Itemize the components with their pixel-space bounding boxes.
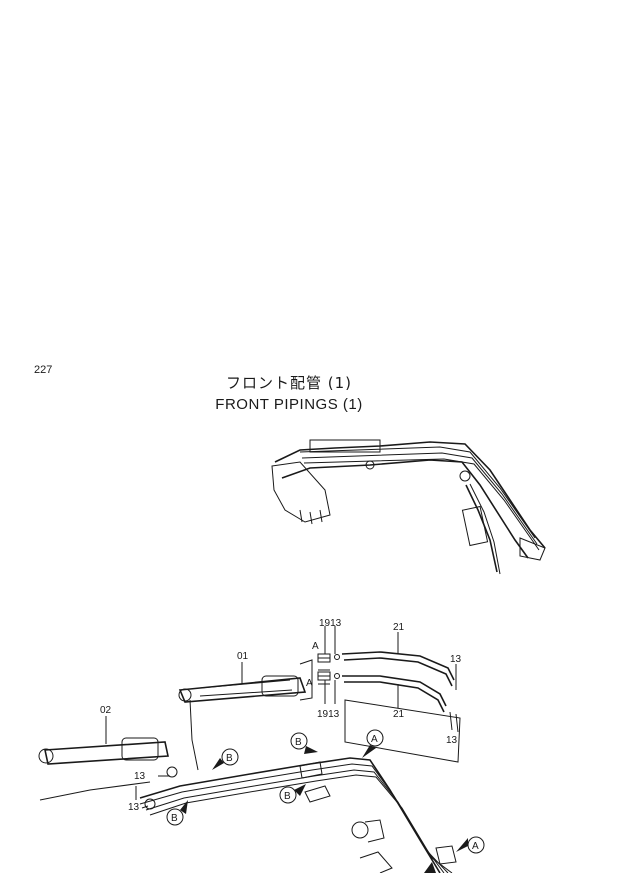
callout-a-small-top: A <box>312 641 319 652</box>
callout-a-1: A <box>371 734 378 745</box>
part-label-21-top: 21 <box>393 622 405 633</box>
title-english: FRONT PIPINGS (1) <box>215 396 363 413</box>
part-label-1913-bottom: 1913 <box>317 709 340 720</box>
callout-b-4: B <box>171 813 178 824</box>
callout-a-small-bottom: A <box>306 678 313 689</box>
part-label-02: 02 <box>100 705 112 716</box>
part-label-01: 01 <box>237 651 249 662</box>
callout-b-1: B <box>226 753 233 764</box>
title-japanese: フロント配管 (1) <box>225 374 353 392</box>
callout-a-2: A <box>472 841 479 852</box>
front-attachment-overview-figure <box>271 439 546 575</box>
page-number: 227 <box>34 364 53 376</box>
part-label-13-left-top: 13 <box>134 771 146 782</box>
callout-b-2: B <box>295 737 302 748</box>
part-label-13-right-bottom: 13 <box>446 735 458 746</box>
callout-b-3: B <box>284 791 291 802</box>
part-label-21-bottom: 21 <box>393 709 405 720</box>
part-label-13-left-bottom: 13 <box>128 802 140 813</box>
part-label-13-right-top: 13 <box>450 654 462 665</box>
piping-detail-figure <box>38 626 485 873</box>
part-label-1913-top: 1913 <box>319 618 342 629</box>
